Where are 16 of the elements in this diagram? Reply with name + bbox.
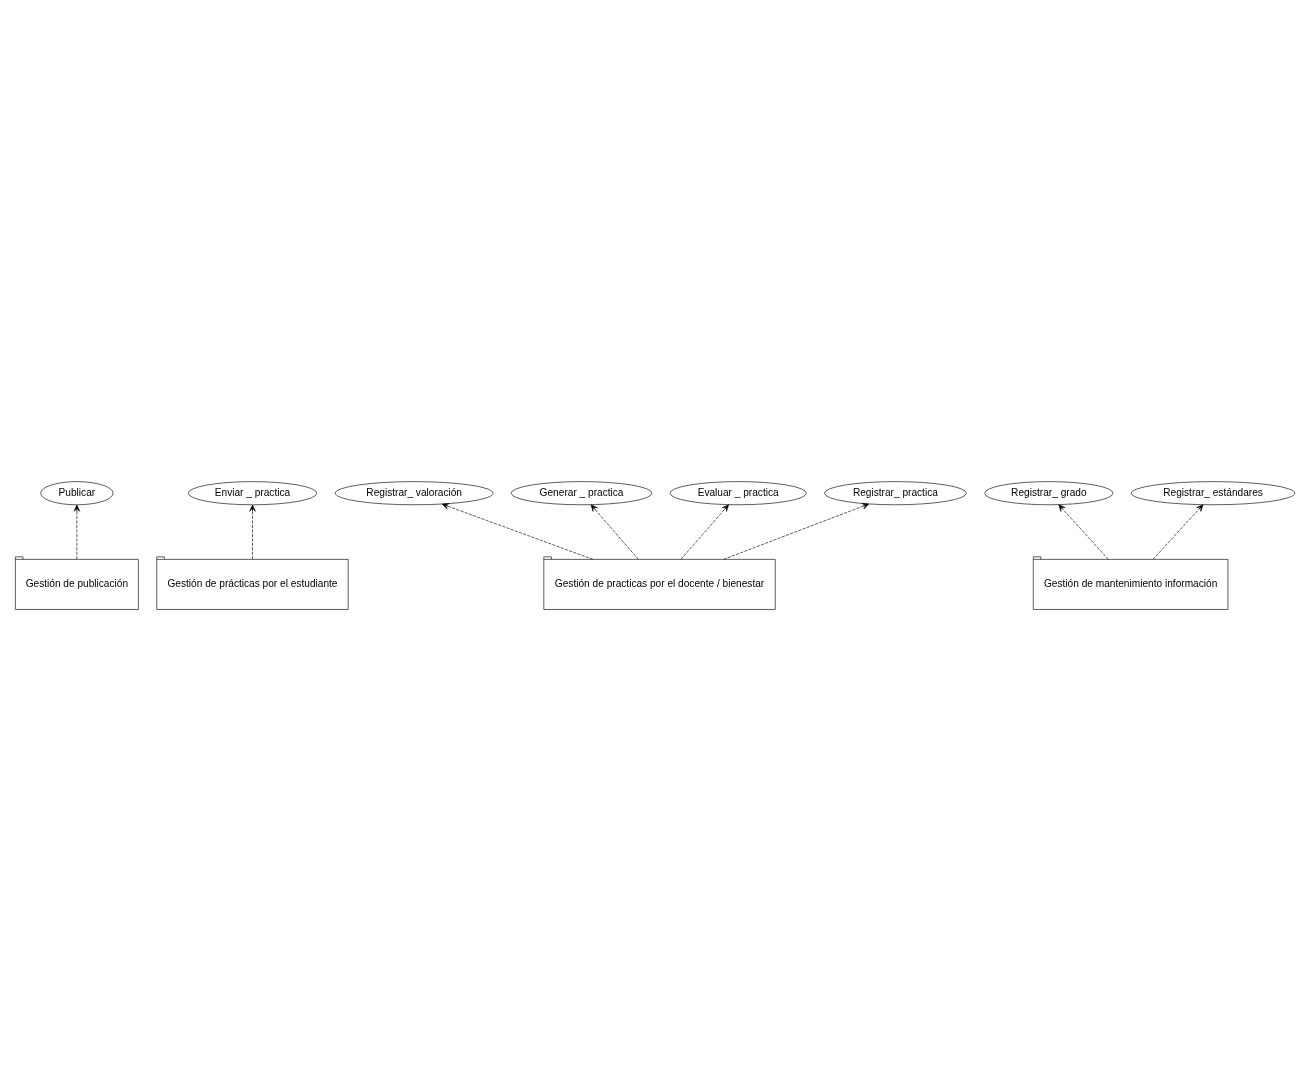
node-ellipse: Evaluar _ practica [669, 481, 807, 506]
arrow [1152, 504, 1204, 560]
node-ellipse: Registrar_ grado [984, 481, 1114, 506]
node-ellipse: Registrar_ valoración [334, 481, 494, 506]
arrow [1058, 504, 1109, 560]
arrow [590, 504, 639, 560]
node-ellipse: Publicar [40, 481, 114, 506]
node-ellipse: Enviar _ practica [188, 481, 317, 506]
arrow [249, 504, 256, 560]
arrow [680, 504, 729, 560]
node-ellipse: Registrar_ practica [824, 481, 967, 506]
arrow [723, 503, 870, 560]
node-ellipse: Registrar_ estándares [1131, 481, 1296, 506]
arrow [73, 504, 81, 560]
node-ellipse: Generar _ practica [510, 481, 653, 506]
arrow [441, 503, 594, 560]
